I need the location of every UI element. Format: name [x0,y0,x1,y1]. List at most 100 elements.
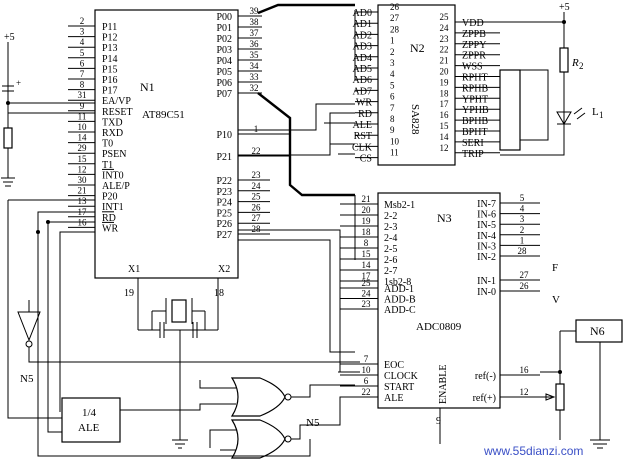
pin-label: CLK [352,142,373,153]
pin-number: 8 [364,238,369,248]
pin-label: 2-6 [384,255,397,266]
pin-number: 30 [78,175,88,185]
pin-label: BPHT [462,127,488,138]
pin-number: 38 [250,17,260,27]
pin-number: 10 [390,136,400,146]
pin-label: P26 [216,219,232,230]
pin-number: 5 [520,193,525,203]
n3-pin-in-6: 4IN-6 [477,204,540,221]
crystal-body [171,299,187,323]
pin-label: ref(+) [473,393,496,404]
pin-label: PSEN [102,149,126,160]
n3-pin-2-4: 182-4 [340,227,397,244]
n3-body [377,192,501,409]
pin-label: P07 [216,89,232,100]
inverter-bubble [25,340,33,348]
vcc-left-label: +5 [4,32,15,43]
pin-label: IN-2 [477,252,496,263]
pin-label: P00 [216,12,232,23]
pin-number: 23 [362,299,372,309]
load-capacitors [159,322,198,440]
pin-label: P14 [102,54,118,65]
pin-label: ref(-) [475,371,496,382]
pin-label: IN-3 [477,241,496,252]
pin-number: 22 [252,146,261,156]
pin-label: EOC [384,360,404,371]
pin-label: 2-2 [384,211,397,222]
pin-number: 22 [440,45,449,55]
pin-number: 12 [440,143,449,153]
pin-number: 5 [390,80,395,90]
pin-number: 19 [362,216,372,226]
pin-number: 27 [252,213,262,223]
pin-label: P22 [216,176,232,187]
r2-sub: 2 [579,61,584,71]
pin-label: P25 [216,208,232,219]
pin-label: AD1 [353,19,372,30]
pin-label: ALE [384,393,403,404]
nor-gate-bottom-icon [230,419,286,459]
n5-gate-label: N5 [306,417,320,429]
pin-label: AD3 [353,42,372,53]
n6-reference: N6 [540,319,623,449]
n2-pin-rd: 7RD [355,103,395,120]
pin-label: P06 [216,78,232,89]
pin-label: RPHB [462,83,488,94]
pin-number: 19 [440,77,450,87]
pin-label: ALE/P [102,181,130,192]
n3-part: ADC0809 [416,321,462,333]
n6-label: N6 [590,324,605,338]
pin-number: 26 [390,2,400,12]
pin-number: 24 [440,23,450,33]
pin-label: P12 [102,33,118,44]
pin-number: 35 [250,50,260,60]
n1-part: AT89C51 [142,109,185,121]
pin-number: 17 [440,99,450,109]
pin-label: START [384,382,414,393]
crystal-wires [151,298,206,330]
n1-x1-label: X1 [128,264,140,275]
pin-label: WR [356,98,372,109]
pin-number: 20 [362,205,372,215]
pin-label: ZPPB [462,29,486,40]
pin-number: 9 [390,125,395,135]
pin-label: BPHB [462,116,488,127]
pin-number: 26 [520,281,530,291]
pin-number: 6 [390,92,395,102]
pin-number: 15 [362,249,372,259]
pin-label: SERI [462,138,484,149]
pin-label: P27 [216,230,232,241]
pin-label: P05 [216,67,232,78]
led-branch: +5 R 2 L 1 [499,2,604,156]
pin-label: WSS [462,62,483,73]
pin-number: 4 [520,204,525,214]
pin-label: T1 [102,160,113,171]
pin-number: 2 [80,16,85,26]
pin-number: 18 [362,227,372,237]
